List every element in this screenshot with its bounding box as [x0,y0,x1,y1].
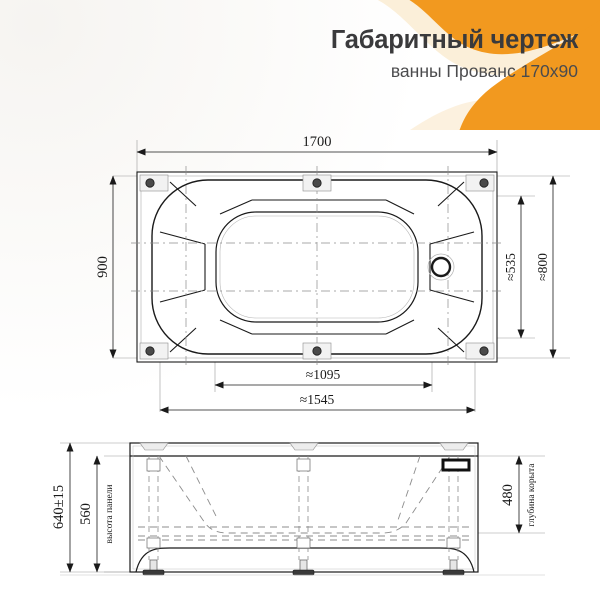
side-view-frame-verticals [148,456,459,560]
header-blob-orange-right [459,20,600,130]
page-subtitle: ванны Прованс 170х90 [390,61,578,82]
dimension-label-535: ≈535 [503,253,518,281]
drain-hole [427,253,455,281]
dimension-800: ≈800 [535,175,557,359]
dimension-1095: ≈1095 [214,367,433,389]
dimension-900: 900 [95,175,117,359]
header-decoration [377,0,600,130]
bracket [302,174,332,192]
mounting-brackets [139,174,495,360]
dimension-label-1095: ≈1095 [306,367,341,382]
dimension-label-640: 640±15 [51,485,67,529]
label-bowl-depth: глубина корыта [526,463,537,527]
bracket [465,174,495,192]
dimension-label-1700: 1700 [303,134,332,150]
dimension-label-800: ≈800 [535,253,550,281]
dimension-label-1545: ≈1545 [300,392,335,407]
bracket [465,342,495,360]
page-title: Габаритный чертеж [330,26,578,54]
side-view-legs [142,559,465,576]
top-view: 1700 900 ≈535 ≈800 ≈1095 [95,134,570,414]
dimension-label-560: 560 [78,503,94,525]
side-view-top-brackets [139,442,469,451]
label-panel-height: высота панели [105,485,115,544]
header-titles: Габаритный чертеж ванны Прованс 170х90 [331,26,578,82]
dimension-535: ≈535 [503,195,525,339]
dimension-1545: ≈1545 [159,392,476,414]
dimension-640: 640±15 [51,442,74,573]
dimension-560: 560 [78,455,101,573]
header-banner: Габаритный чертеж ванны Прованс 170х90 [0,0,600,130]
bracket [139,174,169,192]
side-view: 640±15 560 высота панели 480 глубина кор… [51,442,545,576]
dimension-480: 480 [500,455,523,534]
side-view-hidden-profile [138,455,470,541]
overflow-detail [441,458,471,472]
bracket [302,342,332,360]
dimension-label-900: 900 [95,256,111,278]
leg [442,559,465,576]
top-view-facet-lines [159,181,475,353]
dimension-1700: 1700 [136,134,498,156]
header-blob-orange-top [409,0,600,55]
dimension-label-480: 480 [500,484,516,506]
bracket [139,342,169,360]
